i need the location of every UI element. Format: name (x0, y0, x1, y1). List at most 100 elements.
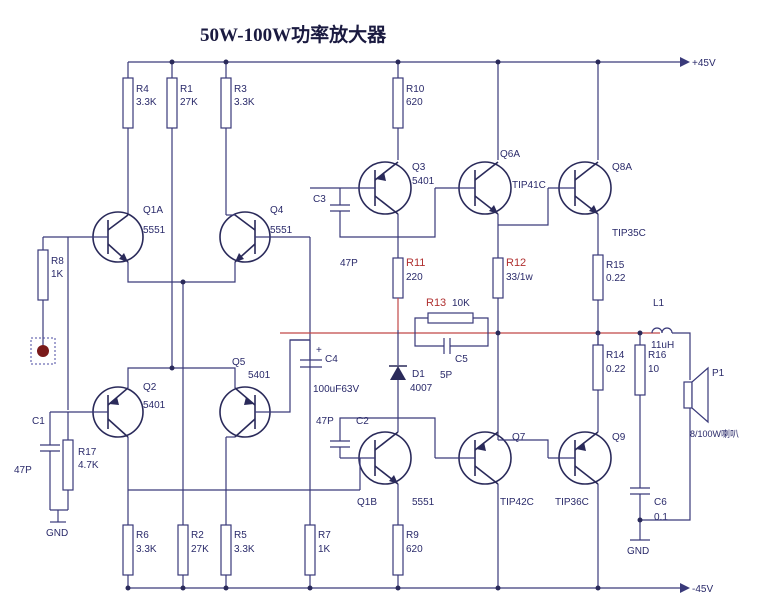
r6-ref: R6 (136, 530, 149, 541)
r6-value: 3.3K (136, 544, 157, 555)
c4-ref: C4 (325, 354, 338, 365)
c2-value: 47P (316, 416, 334, 427)
q9-ref: Q9 (612, 432, 626, 443)
r1-value: 27K (180, 97, 198, 108)
resistor-r6: R6 3.3K (122, 524, 157, 588)
q2-value: 5401 (143, 400, 166, 411)
q8a-value: TIP35C (612, 228, 646, 239)
resistor-r2: R2 27K (177, 500, 209, 588)
r11-ref: R11 (406, 257, 425, 269)
transistor-q1b: Q1B 5551 (340, 405, 435, 508)
q7-value: TIP42C (500, 497, 534, 508)
r16-ref: R16 (648, 350, 667, 361)
r14-value: 0.22 (606, 364, 626, 375)
capacitor-c5: C5 5P (414, 333, 489, 381)
q1a-ref: Q1A (143, 205, 163, 216)
input-terminal[interactable] (30, 337, 56, 365)
resistor-r12: R12 33/1w (492, 257, 533, 440)
r15-ref: R15 (606, 260, 625, 271)
transistor-q7: Q7 TIP42C (398, 417, 534, 588)
q1a-value: 5551 (143, 225, 166, 236)
q7-ref: Q7 (512, 432, 526, 443)
c6-ref: C6 (654, 497, 667, 508)
d1-ref: D1 (412, 369, 425, 380)
r10-ref: R10 (406, 84, 425, 95)
q2-ref: Q2 (143, 382, 157, 393)
resistor-r8: R8 1K (37, 236, 68, 345)
q1b-ref: Q1B (357, 497, 377, 508)
transistor-q3: Q3 5401 (340, 161, 435, 215)
gnd-left-label: GND (46, 528, 68, 539)
q4-ref: Q4 (270, 205, 284, 216)
r9-ref: R9 (406, 530, 419, 541)
r8-ref: R8 (51, 256, 64, 267)
r3-value: 3.3K (234, 97, 255, 108)
q1b-value: 5551 (412, 497, 435, 508)
q3-value: 5401 (412, 176, 435, 187)
capacitor-c2: C2 47P (316, 416, 398, 458)
capacitor-c4: + C4 100uF63V (290, 339, 359, 395)
c4-value: 100uF63V (313, 384, 359, 395)
r4-value: 3.3K (136, 97, 157, 108)
transistor-q9: Q9 TIP36C (498, 431, 626, 588)
negative-rail: -45V (128, 583, 713, 595)
r13-value: 10K (452, 298, 470, 309)
q9-value: TIP36C (555, 497, 589, 508)
resistor-r16: R16 10 (634, 333, 667, 488)
r13-ref: R13 (426, 297, 446, 309)
resistor-r4: R4 3.3K (122, 62, 157, 215)
r1-ref: R1 (180, 84, 193, 95)
c1-value: 47P (14, 465, 32, 476)
r8-value: 1K (51, 269, 64, 280)
transistor-q1a: Q1A 5551 (68, 205, 166, 263)
resistor-r5: R5 3.3K (220, 524, 255, 588)
resistor-r11: R11 220 (392, 257, 425, 330)
c2-ref: C2 (356, 416, 369, 427)
q4-value: 5551 (270, 225, 293, 236)
positive-rail-label: +45V (692, 58, 716, 69)
p1-ref: P1 (712, 368, 725, 379)
resistor-r10: R10 620 (392, 62, 425, 160)
r2-ref: R2 (191, 530, 204, 541)
diode-d1: D1 4007 (389, 330, 433, 405)
r12-value: 33/1w (506, 272, 533, 283)
c5-ref: C5 (455, 354, 468, 365)
r17-value: 4.7K (78, 460, 99, 471)
transistor-q5: Q5 5401 (219, 339, 310, 525)
c5-value: 5P (440, 370, 453, 381)
speaker-p1: P1 8/100W喇叭 (683, 366, 739, 440)
q5-ref: Q5 (232, 357, 246, 368)
resistor-r3: R3 3.3K (220, 62, 255, 215)
c6-value: 0.1 (654, 512, 668, 523)
transistor-q6a: Q6A TIP41C (435, 149, 546, 215)
positive-rail: +45V (128, 57, 716, 69)
transistor-q8a: Q8A TIP35C (498, 161, 646, 239)
r5-ref: R5 (234, 530, 247, 541)
r16-value: 10 (648, 364, 660, 375)
r7-ref: R7 (318, 530, 331, 541)
q6a-ref: Q6A (500, 149, 520, 160)
r12-ref: R12 (506, 257, 526, 269)
l1-ref: L1 (653, 298, 665, 309)
ground-left: GND (46, 510, 68, 539)
resistor-r14: R14 0.22 (592, 333, 626, 432)
transistor-q4: Q4 5551 (219, 205, 310, 263)
q8a-ref: Q8A (612, 162, 632, 173)
gnd-right-label: GND (627, 546, 649, 557)
p1-value: 8/100W喇叭 (690, 428, 739, 439)
capacitor-c1: C1 47P (14, 411, 68, 510)
l1-value: 11uH (651, 340, 674, 351)
c3-ref: C3 (313, 194, 326, 205)
q5-value: 5401 (248, 370, 271, 381)
d1-value: 4007 (410, 383, 433, 394)
r14-ref: R14 (606, 350, 625, 361)
resistor-r1: R1 27K (166, 62, 198, 370)
r5-value: 3.3K (234, 544, 255, 555)
r2-value: 27K (191, 544, 209, 555)
resistor-r13: R13 10K (414, 297, 489, 333)
r9-value: 620 (406, 544, 423, 555)
r3-ref: R3 (234, 84, 247, 95)
r7-value: 1K (318, 544, 331, 555)
r17-ref: R17 (78, 447, 97, 458)
